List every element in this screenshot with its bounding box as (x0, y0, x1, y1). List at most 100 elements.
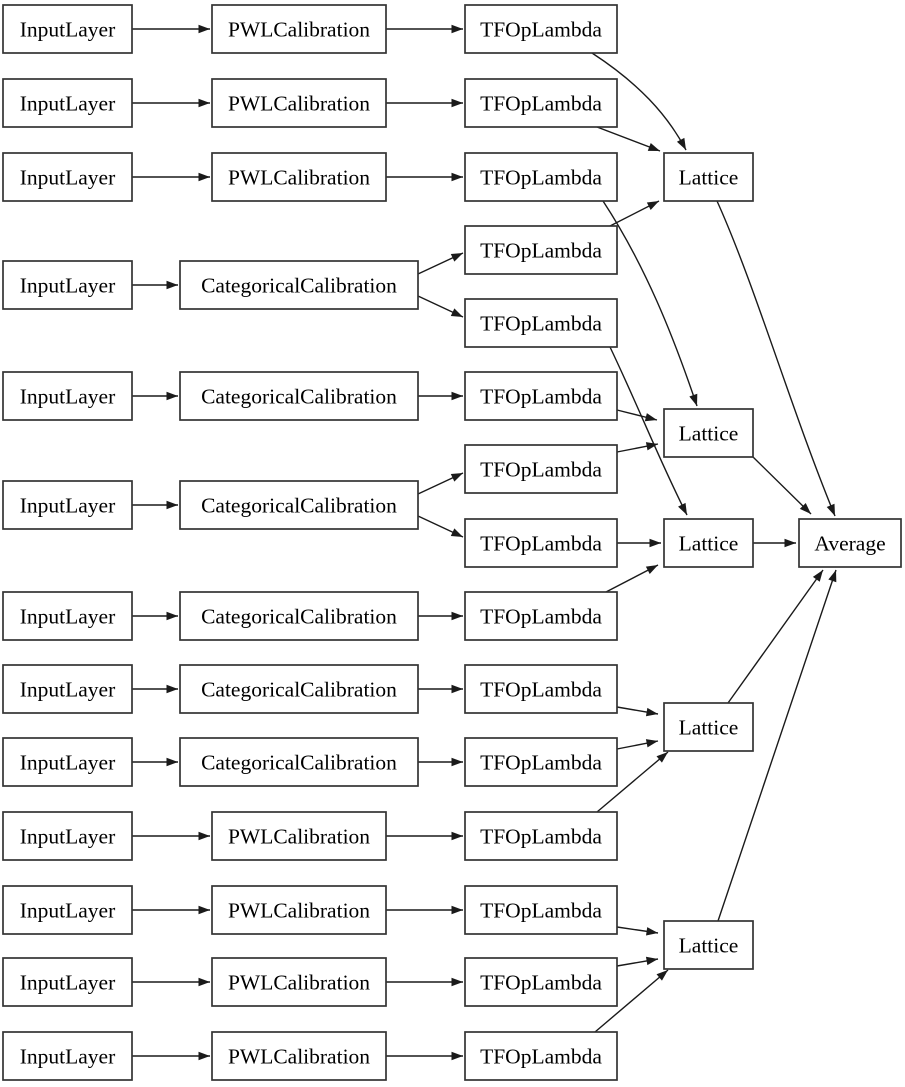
node-lambda-6b: TFOpLambda (464, 518, 618, 568)
node-input-4: InputLayer (2, 260, 133, 310)
lambda-4a-label: TFOpLambda (480, 239, 602, 263)
node-lattice-4: Lattice (663, 702, 754, 752)
edge-lambda-13-to-lattice-5 (594, 969, 669, 1033)
lambda-2-label: TFOpLambda (480, 92, 602, 116)
edge-lambda-1-to-lattice-1 (591, 52, 687, 151)
lambda-12-label: TFOpLambda (480, 971, 602, 995)
input-1-box (2, 4, 133, 54)
input-2-label: InputLayer (20, 92, 116, 116)
lambda-8-label: TFOpLambda (480, 678, 602, 702)
node-calib-5: CategoricalCalibration (179, 371, 419, 421)
node-calib-10: PWLCalibration (211, 811, 387, 861)
input-7-label: InputLayer (20, 605, 116, 629)
lambda-2-box (464, 78, 618, 128)
lambda-8-box (464, 664, 618, 714)
edge-calib-4-to-lambda-4b (417, 295, 464, 318)
lambda-9-box (464, 737, 618, 787)
edge-lambda-8-to-lattice-4 (616, 706, 659, 717)
edge-lambda-7-to-lattice-3 (605, 564, 659, 593)
node-lattice-5: Lattice (663, 920, 754, 970)
input-8-label: InputLayer (20, 678, 116, 702)
node-input-5: InputLayer (2, 371, 133, 421)
calib-2-box (211, 78, 387, 128)
node-calib-9: CategoricalCalibration (179, 737, 419, 787)
node-input-3: InputLayer (2, 152, 133, 202)
input-5-label: InputLayer (20, 385, 116, 409)
node-input-12: InputLayer (2, 957, 133, 1007)
node-lambda-4b: TFOpLambda (464, 298, 618, 348)
calib-1-box (211, 4, 387, 54)
input-11-box (2, 885, 133, 935)
calib-11-label: PWLCalibration (228, 899, 370, 923)
lambda-11-label: TFOpLambda (480, 899, 602, 923)
node-lambda-12: TFOpLambda (464, 957, 618, 1007)
input-3-box (2, 152, 133, 202)
lambda-3-label: TFOpLambda (480, 166, 602, 190)
input-13-box (2, 1031, 133, 1081)
edge-lattice-5-to-average (717, 569, 837, 922)
lattice-4-box (663, 702, 754, 752)
lambda-6a-box (464, 444, 618, 494)
input-4-box (2, 260, 133, 310)
edge-lambda-12-to-lattice-5 (616, 956, 659, 967)
input-10-label: InputLayer (20, 825, 116, 849)
lattice-4-label: Lattice (679, 716, 739, 740)
lattice-2-label: Lattice (679, 422, 739, 446)
node-lambda-1: TFOpLambda (464, 4, 618, 54)
lattice-1-label: Lattice (679, 166, 739, 190)
lattice-2-box (663, 408, 754, 458)
edge-lattice-4-to-average (727, 569, 824, 704)
edges-layer (132, 24, 837, 1061)
lattice-3-box (663, 518, 754, 568)
average-box (798, 518, 902, 568)
edge-lambda-11-to-lattice-5 (616, 926, 659, 936)
calib-12-label: PWLCalibration (228, 971, 370, 995)
node-lattice-3: Lattice (663, 518, 754, 568)
lambda-6a-label: TFOpLambda (480, 458, 602, 482)
node-lambda-10: TFOpLambda (464, 811, 618, 861)
edge-lambda-2-to-lattice-1 (596, 126, 661, 152)
lambda-4a-box (464, 225, 618, 275)
edge-calib-6-to-lambda-6b (417, 515, 464, 538)
node-calib-2: PWLCalibration (211, 78, 387, 128)
edge-lambda-5-to-lattice-2 (616, 409, 658, 422)
calib-4-box (179, 260, 419, 310)
edge-lambda-6a-to-lattice-2 (616, 442, 659, 453)
lattice-5-box (663, 920, 754, 970)
lambda-7-box (464, 591, 618, 641)
edge-lambda-4b-to-lattice-3 (609, 346, 688, 516)
node-lambda-9: TFOpLambda (464, 737, 618, 787)
node-calib-13: PWLCalibration (211, 1031, 387, 1081)
node-lambda-4a: TFOpLambda (464, 225, 618, 275)
input-9-label: InputLayer (20, 751, 116, 775)
lambda-9-label: TFOpLambda (480, 751, 602, 775)
input-6-box (2, 480, 133, 530)
node-input-10: InputLayer (2, 811, 133, 861)
calib-6-box (179, 480, 419, 530)
node-lattice-1: Lattice (663, 152, 754, 202)
calib-8-box (179, 664, 419, 714)
node-calib-8: CategoricalCalibration (179, 664, 419, 714)
node-input-1: InputLayer (2, 4, 133, 54)
input-12-box (2, 957, 133, 1007)
lambda-12-box (464, 957, 618, 1007)
node-lambda-13: TFOpLambda (464, 1031, 618, 1081)
node-lambda-2: TFOpLambda (464, 78, 618, 128)
lambda-6b-box (464, 518, 618, 568)
input-9-box (2, 737, 133, 787)
lambda-5-label: TFOpLambda (480, 385, 602, 409)
calib-12-box (211, 957, 387, 1007)
calib-13-box (211, 1031, 387, 1081)
input-10-box (2, 811, 133, 861)
lambda-11-box (464, 885, 618, 935)
node-input-11: InputLayer (2, 885, 133, 935)
node-input-8: InputLayer (2, 664, 133, 714)
lambda-6b-label: TFOpLambda (480, 532, 602, 556)
input-2-box (2, 78, 133, 128)
lambda-3-box (464, 152, 618, 202)
average-label: Average (814, 532, 885, 556)
node-lambda-7: TFOpLambda (464, 591, 618, 641)
node-lambda-3: TFOpLambda (464, 152, 618, 202)
input-7-box (2, 591, 133, 641)
